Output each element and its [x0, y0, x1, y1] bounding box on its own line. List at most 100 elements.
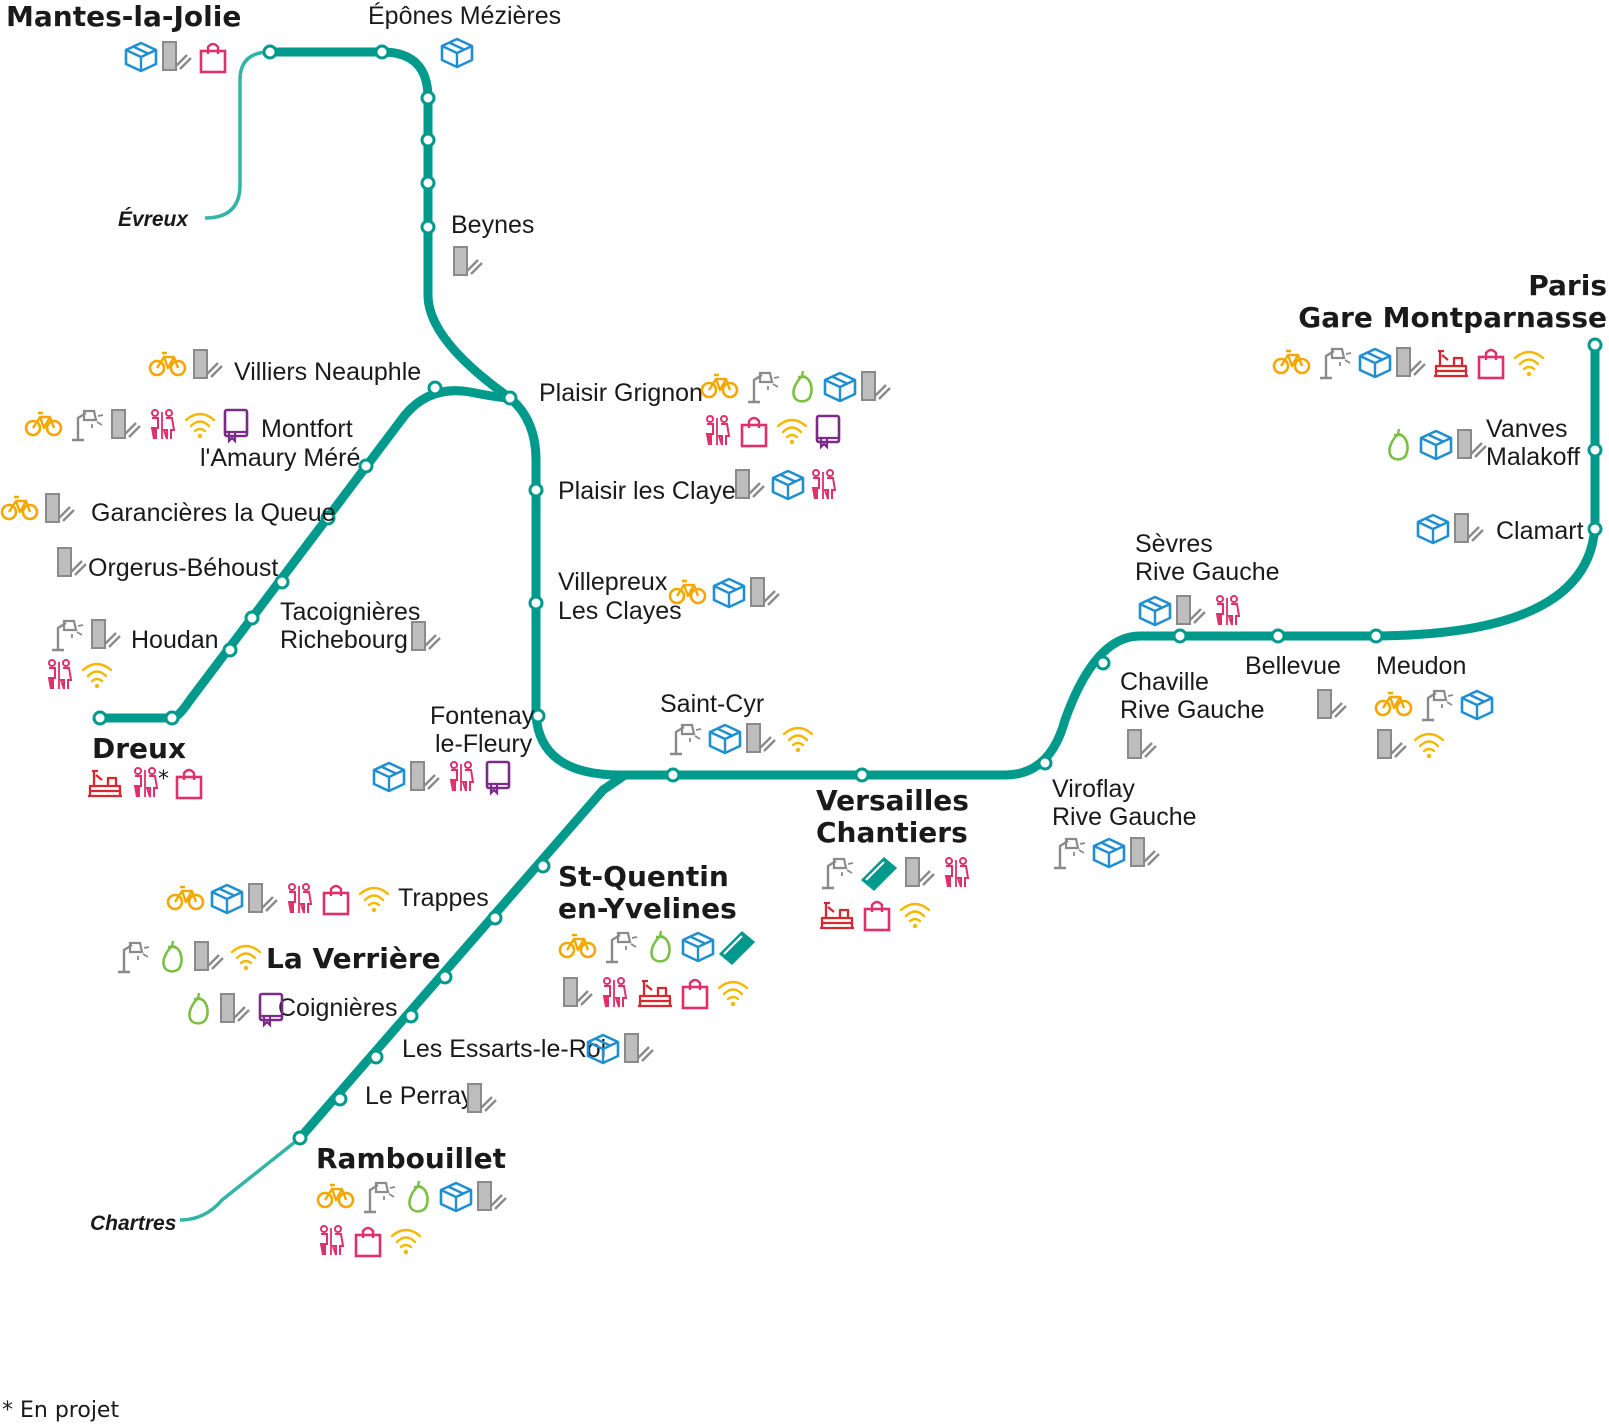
- ticket-machine-icon: [194, 941, 224, 971]
- station-montfort[interactable]: Montfort l'Amaury Méré: [200, 415, 360, 472]
- wifi-icon: [81, 662, 113, 689]
- wifi-icon: [899, 902, 931, 929]
- station-epones[interactable]: Épônes Mézières: [368, 1, 561, 30]
- station-label: Clamart: [1496, 517, 1584, 545]
- station-plaisir-grignon[interactable]: Plaisir Grignon: [539, 379, 703, 407]
- mantes-line: [265, 47, 1600, 780]
- station-beynes[interactable]: Beynes: [451, 211, 534, 239]
- wc-icon: [150, 409, 176, 440]
- terminal-chartres: Chartres: [90, 1212, 176, 1235]
- station-mantes[interactable]: Mantes-la-Jolie: [6, 0, 241, 33]
- bike-icon: [700, 373, 739, 399]
- station-villepreux[interactable]: Villepreux Les Clayes: [558, 568, 682, 625]
- ticket-machine-icon: [905, 857, 935, 887]
- station-dot: [665, 767, 681, 783]
- ticket-machine-icon: [1396, 347, 1426, 377]
- wc-icon: [133, 767, 159, 798]
- station-dot: [1587, 442, 1603, 458]
- veg-icon: [650, 930, 671, 963]
- station-orgerus[interactable]: Orgerus-Béhoust: [88, 554, 278, 582]
- locker-icon: [1460, 689, 1494, 721]
- wifi-icon: [782, 726, 814, 753]
- station-label-line2: le-Fleury: [435, 730, 533, 758]
- station-dot: [1095, 655, 1111, 671]
- chartres-branch-line: [179, 1136, 302, 1222]
- station-dot: [1037, 755, 1053, 771]
- bike-icon: [1374, 691, 1413, 717]
- station-label: Orgerus-Béhoust: [88, 554, 278, 582]
- station-garancieres[interactable]: Garancières la Queue: [91, 499, 336, 527]
- lamp-icon: [52, 619, 84, 652]
- lamp-icon: [1320, 347, 1352, 380]
- locker-icon: [439, 1181, 473, 1213]
- station-plaisir-clayes[interactable]: Plaisir les Clayes: [558, 477, 748, 505]
- bike-icon: [668, 579, 707, 605]
- ticket-machine-icon: [1457, 429, 1487, 459]
- station-chaville[interactable]: Chaville Rive Gauche: [1120, 668, 1265, 724]
- station-essarts[interactable]: Les Essarts-le-Roi: [402, 1035, 606, 1063]
- footnote: * En projet: [2, 1398, 120, 1423]
- wc-icon: [811, 469, 837, 500]
- shop-icon: [740, 416, 768, 448]
- ticket-machine-icon: [1454, 513, 1484, 543]
- ticket-machine-icon: [57, 547, 87, 577]
- ticket-machine-icon: [735, 469, 765, 499]
- dreux-note-star: *: [158, 767, 169, 792]
- ticket-machine-icon: [410, 761, 440, 791]
- wifi-icon: [717, 980, 749, 1007]
- station-paris[interactable]: Paris Gare Montparnasse: [1298, 269, 1607, 334]
- locker-icon: [1416, 513, 1450, 545]
- station-label: Sèvres: [1135, 530, 1213, 558]
- station-la-verriere[interactable]: La Verrière: [266, 942, 441, 975]
- ticket-machine-icon: [220, 993, 250, 1023]
- locker-icon: [681, 931, 715, 963]
- restaurant-icon: [638, 979, 672, 1008]
- station-dot: [292, 1130, 308, 1146]
- station-dot: [854, 767, 870, 783]
- station-label-line2: Malakoff: [1486, 443, 1580, 471]
- station-label: Mantes-la-Jolie: [6, 0, 241, 33]
- station-saint-cyr[interactable]: Saint-Cyr: [660, 690, 764, 718]
- station-label-line2: Chantiers: [816, 816, 968, 849]
- station-coignieres[interactable]: Coignières: [278, 994, 398, 1022]
- bike-icon: [316, 1183, 355, 1209]
- station-dot: [164, 710, 180, 726]
- station-label: Le Perray: [365, 1082, 474, 1110]
- station-villiers[interactable]: Villiers Neauphle: [234, 358, 421, 386]
- station-label-line2: Rive Gauche: [1135, 558, 1280, 586]
- station-viroflay[interactable]: Viroflay Rive Gauche: [1052, 775, 1197, 831]
- station-trappes[interactable]: Trappes: [398, 884, 489, 912]
- station-sevres[interactable]: Sèvres Rive Gauche: [1135, 530, 1280, 586]
- ticket-machine-icon: [411, 621, 441, 651]
- station-clamart[interactable]: Clamart: [1496, 517, 1584, 545]
- station-dot: [528, 595, 544, 611]
- station-fontenay[interactable]: Fontenay le-Fleury: [430, 702, 535, 758]
- station-dot: [1587, 337, 1603, 353]
- station-versailles[interactable]: Versailles Chantiers: [816, 784, 969, 849]
- station-rambouillet[interactable]: Rambouillet: [316, 1142, 506, 1175]
- wc-icon: [449, 761, 475, 792]
- locker-icon: [210, 883, 244, 915]
- station-tacoignieres[interactable]: Tacoignières Richebourg: [280, 598, 420, 654]
- ticket-machine-icon: [477, 1181, 507, 1211]
- ticket-machine-icon: [563, 977, 593, 1007]
- station-le-perray[interactable]: Le Perray: [365, 1082, 474, 1110]
- station-meudon[interactable]: Meudon: [1376, 652, 1466, 680]
- lamp-icon: [670, 723, 702, 756]
- station-label-line2: l'Amaury Méré: [200, 444, 360, 472]
- station-houdan[interactable]: Houdan: [131, 626, 219, 654]
- wifi-icon: [390, 1228, 422, 1255]
- station-bellevue[interactable]: Bellevue: [1245, 652, 1341, 680]
- ticket-icon: [860, 856, 898, 892]
- wc-icon: [287, 883, 313, 914]
- station-label: Houdan: [131, 626, 219, 654]
- evreux-branch-line: [204, 50, 271, 220]
- station-dot: [427, 380, 443, 396]
- station-label: Tacoignières: [280, 598, 420, 626]
- station-st-quentin[interactable]: St-Quentin en-Yvelines: [558, 860, 737, 925]
- station-vanves[interactable]: Vanves Malakoff: [1486, 415, 1580, 471]
- lamp-icon: [1054, 837, 1086, 870]
- wifi-icon: [358, 886, 390, 913]
- station-dreux[interactable]: Dreux: [92, 732, 186, 765]
- locker-icon: [708, 723, 742, 755]
